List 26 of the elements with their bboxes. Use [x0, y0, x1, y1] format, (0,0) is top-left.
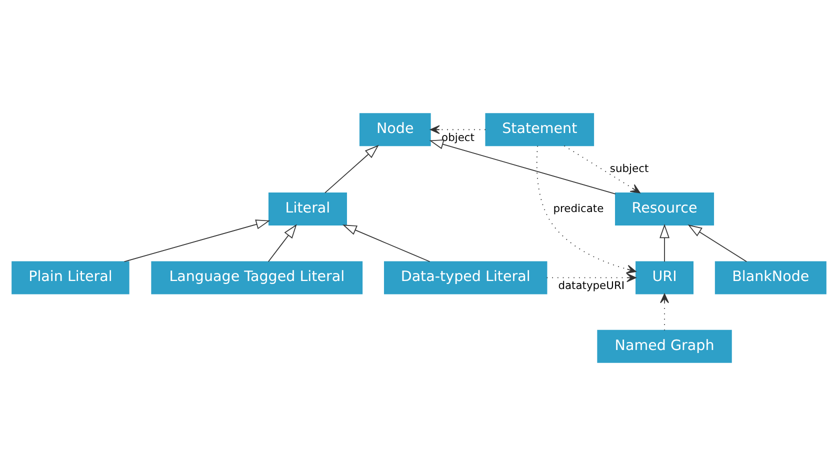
node-box: Plain Literal: [12, 260, 130, 294]
node-box: Literal: [268, 192, 347, 225]
arrow: [324, 144, 379, 193]
arrow: [564, 144, 640, 193]
arrow: [342, 224, 430, 262]
edge-label: predicate: [553, 201, 604, 214]
arrow: [536, 144, 636, 274]
node-box: Named Graph: [597, 329, 732, 362]
node-box: Node: [359, 112, 431, 146]
edge-label: object: [442, 130, 474, 144]
arrow: [124, 219, 270, 262]
node-box: BlankNode: [714, 260, 826, 294]
arrow: [429, 139, 616, 194]
node-box: Statement: [485, 112, 594, 146]
arrow: [268, 224, 297, 262]
node-box: Resource: [615, 192, 714, 225]
arrow: [660, 293, 669, 330]
arrow: [688, 224, 748, 262]
edge-label: subject: [610, 162, 649, 175]
edge-label: datatypeURI: [558, 278, 625, 292]
node-box: Language Tagged Literal: [151, 260, 363, 294]
arrow: [546, 272, 636, 282]
arrow: [660, 223, 670, 262]
arrow: [430, 124, 486, 134]
node-box: URI: [636, 260, 694, 294]
node-box: Data-typed Literal: [384, 260, 548, 294]
